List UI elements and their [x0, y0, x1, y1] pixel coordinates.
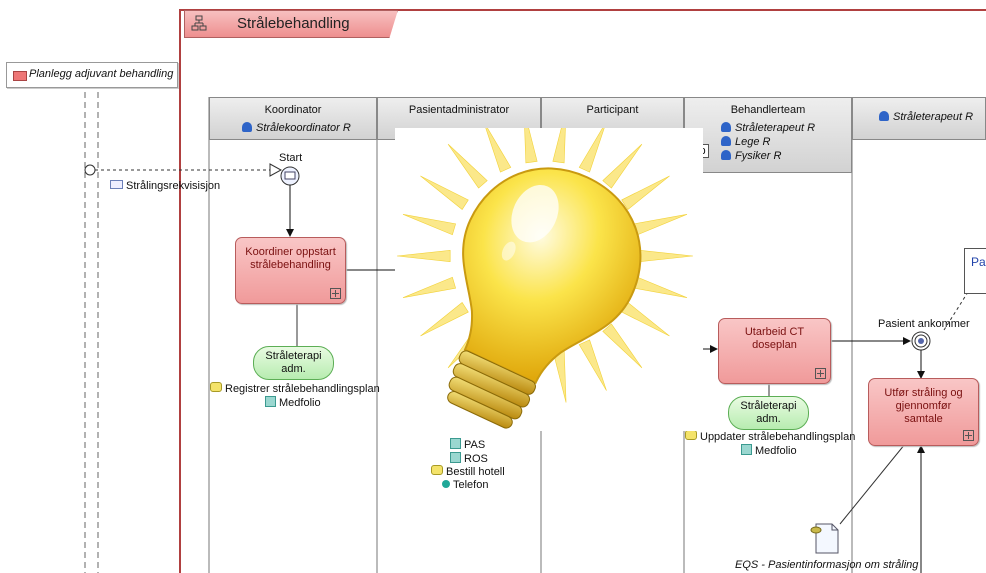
light-ray — [602, 323, 643, 369]
lane-role: Strålekoordinator R — [242, 122, 351, 134]
note-text: Pa — [971, 255, 986, 269]
doc-association — [839, 443, 906, 525]
light-ray — [396, 249, 451, 263]
task-label: Utfør stråling og gjennomfør samtale — [884, 387, 963, 425]
annotation-telefon: Telefon — [442, 479, 488, 491]
light-ray — [634, 276, 688, 298]
annotation-registrer: Registrer strålebehandlingsplan — [210, 382, 380, 395]
light-ray — [639, 249, 694, 263]
light-ray — [420, 302, 469, 337]
start-label: Start — [279, 152, 303, 164]
person-icon — [721, 136, 731, 146]
subprocess-icon — [191, 15, 207, 31]
light-ray — [602, 143, 643, 189]
light-ray — [483, 121, 512, 173]
message-flow-arrow — [269, 163, 283, 177]
document-icon — [431, 465, 443, 475]
application-icon — [741, 444, 752, 455]
annotation-eqs: EQS - Pasientinformasjon om stråling — [735, 559, 919, 571]
lane-header-straleterapeut[interactable]: Stråleterapeut R — [852, 97, 986, 140]
task-label: Utarbeid CT doseplan — [744, 326, 805, 351]
system-label: Stråleterapi adm. — [740, 400, 797, 425]
light-bulb-overlay — [395, 109, 703, 431]
process-title-tab[interactable]: Strålebehandling — [184, 10, 398, 38]
light-ray — [447, 143, 488, 189]
lane-role: Fysiker R — [721, 150, 781, 162]
text-annotation-note[interactable]: Pa — [964, 248, 986, 294]
lane-name: Pasientadministrator — [408, 104, 510, 116]
light-ray — [621, 302, 670, 337]
annotation-medfolio-2: Medfolio — [741, 444, 797, 457]
link-icon — [810, 526, 822, 534]
application-icon — [450, 452, 461, 463]
light-bulb-icon — [396, 109, 694, 429]
task-utarbeid-ct-doseplan[interactable]: Utarbeid CT doseplan — [718, 318, 831, 384]
light-ray — [621, 175, 670, 210]
system-straleterapi-adm-2[interactable]: Stråleterapi adm. — [728, 396, 809, 430]
bulb-highlight — [511, 184, 559, 243]
document-icon — [685, 430, 697, 440]
lane-name: Participant — [586, 104, 639, 116]
lane-role: Stråleterapeut R — [879, 111, 973, 123]
task-utfor-straling[interactable]: Utfør stråling og gjennomfør samtale — [868, 378, 979, 446]
annotation-medfolio-1: Medfolio — [265, 396, 321, 409]
person-icon — [721, 122, 731, 132]
pasient-ankommer-label: Pasient ankommer — [878, 318, 970, 330]
light-ray — [523, 109, 538, 164]
light-ray — [578, 339, 607, 391]
envelope-icon — [110, 180, 123, 189]
annotation-uppdater: Uppdater strålebehandlingsplan — [685, 430, 855, 443]
annotation-bestill-hotell: Bestill hotell — [431, 465, 505, 478]
person-icon — [879, 111, 889, 121]
application-icon — [450, 438, 461, 449]
task-label: Koordiner oppstart strålebehandling — [245, 246, 336, 271]
system-label: Stråleterapi adm. — [265, 350, 322, 375]
external-activity-label: Planlegg adjuvant behandling — [29, 68, 174, 80]
message-flow-label: Strålingsrekvisisjon — [110, 180, 220, 192]
task-koordiner-oppstart[interactable]: Koordiner oppstart strålebehandling — [235, 237, 346, 304]
lane-role: Stråleterapeut R — [721, 122, 815, 134]
lane-header-behandlerteam[interactable]: Behandlerteam Stråleterapeut R Lege R Fy… — [684, 97, 852, 173]
phone-icon — [442, 480, 450, 488]
lane-name: Koordinator — [264, 104, 322, 116]
light-ray — [552, 109, 567, 164]
lane-header-koordinator[interactable]: Koordinator Strålekoordinator R — [209, 97, 377, 140]
document-icon — [210, 382, 222, 392]
person-icon — [721, 150, 731, 160]
start-message-icon — [284, 171, 296, 180]
lane-role: Lege R — [721, 136, 770, 148]
annotation-ros: ROS — [450, 452, 488, 465]
process-frame — [179, 9, 986, 573]
process-title: Strålebehandling — [237, 15, 350, 32]
lane-name: Behandlerteam — [730, 104, 806, 116]
external-activity[interactable]: Planlegg adjuvant behandling — [6, 62, 178, 88]
light-ray — [402, 276, 456, 298]
annotation-pas: PAS — [450, 438, 485, 451]
message-flow-origin — [84, 164, 96, 176]
person-icon — [242, 122, 252, 132]
light-ray — [578, 121, 607, 173]
document-icon — [815, 523, 839, 554]
activity-icon — [13, 71, 27, 81]
subprocess-marker-icon — [330, 288, 341, 299]
system-straleterapi-adm-1[interactable]: Stråleterapi adm. — [253, 346, 334, 380]
note-association — [943, 291, 969, 331]
subprocess-marker-icon — [815, 368, 826, 379]
light-ray — [634, 214, 688, 236]
application-icon — [265, 396, 276, 407]
light-ray — [420, 175, 469, 210]
light-ray — [402, 214, 456, 236]
subprocess-marker-icon — [963, 430, 974, 441]
